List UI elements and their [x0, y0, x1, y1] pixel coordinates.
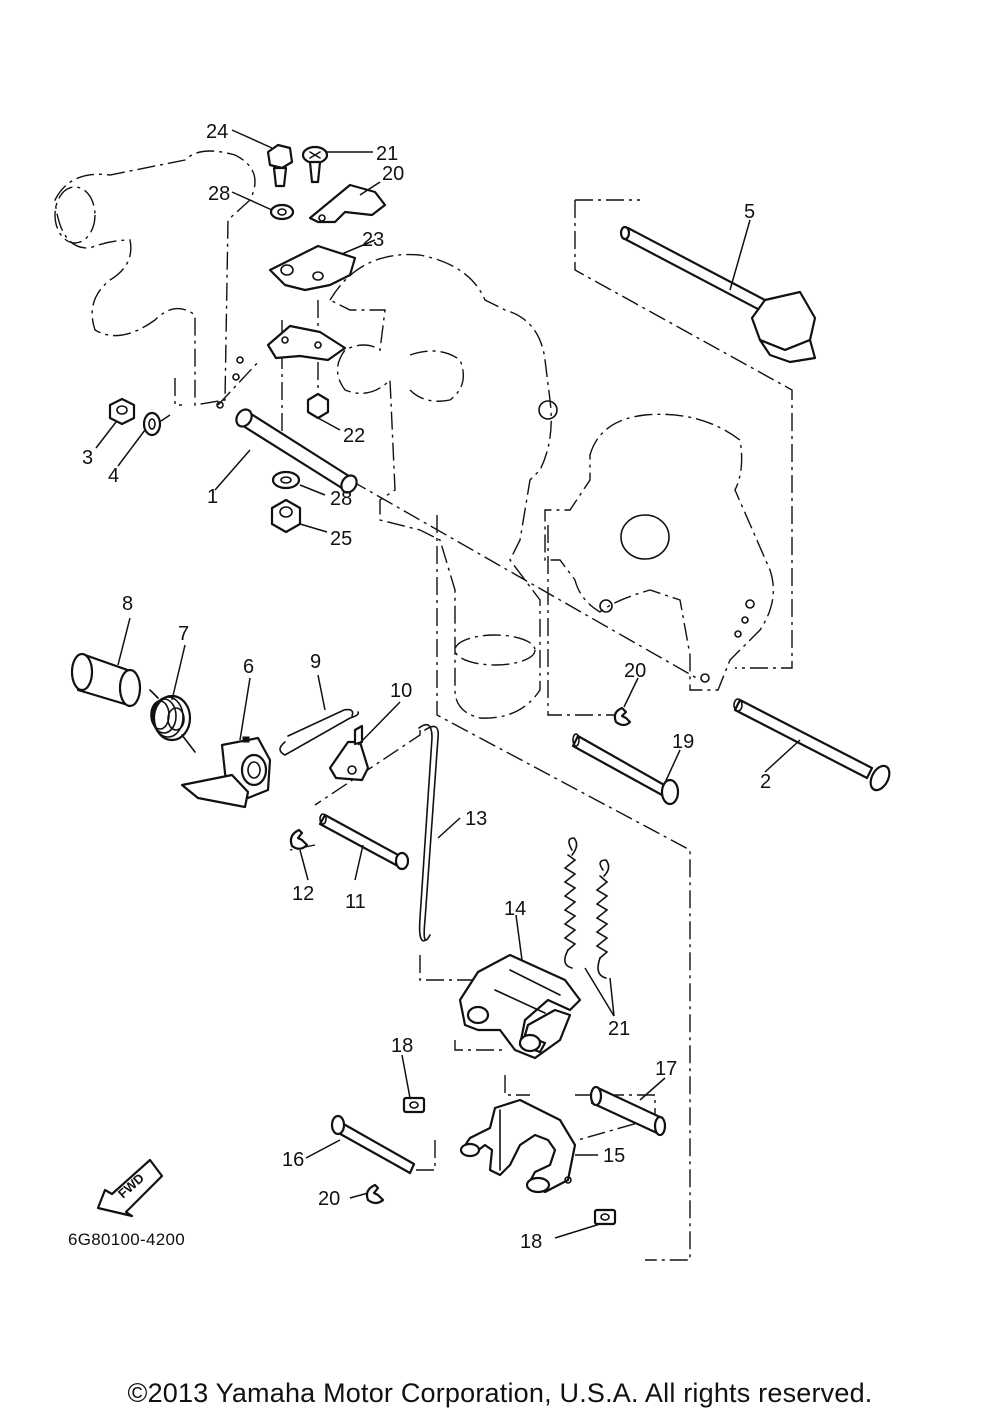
part-18-clip-upper	[402, 1096, 426, 1114]
part-27-nut	[270, 498, 302, 534]
callout-16: 16	[282, 1149, 304, 1171]
callout-2: 2	[760, 771, 771, 793]
callout-28-upper: 28	[208, 183, 230, 205]
part-6-lever	[180, 736, 272, 809]
callout-20-lower: 20	[318, 1188, 340, 1210]
callout-28-lower: 28	[330, 488, 352, 510]
callout-19: 19	[672, 731, 694, 753]
part-12-e-clip	[289, 828, 309, 850]
part-5-rod	[619, 225, 817, 364]
callout-23: 21	[376, 143, 398, 165]
callout-14: 14	[504, 898, 526, 920]
callout-18-lower: 18	[520, 1231, 542, 1253]
callout-22: 20	[382, 163, 404, 185]
leader-lines	[95, 129, 801, 1239]
part-16-pin	[330, 1114, 416, 1175]
part-20-e-clip-upper	[613, 706, 632, 727]
part-21-springs	[563, 837, 610, 979]
part-8-collar	[70, 652, 142, 708]
callout-17: 17	[655, 1058, 677, 1080]
part-7-spring	[149, 689, 196, 753]
callout-4: 4	[108, 465, 119, 487]
callout-24: 22	[343, 425, 365, 447]
callout-7: 7	[178, 623, 189, 645]
part-11-pin	[318, 813, 410, 871]
linkage-plate	[266, 324, 347, 362]
callout-11: 11	[345, 891, 366, 913]
part-15-lower-bracket	[459, 1098, 577, 1194]
callout-12: 12	[292, 883, 314, 905]
callout-15: 15	[603, 1145, 625, 1167]
callout-20-upper: 20	[624, 660, 646, 682]
part-4-washer	[142, 411, 162, 437]
callout-10: 10	[390, 680, 412, 702]
part-22-plate	[308, 183, 387, 224]
right-clamp-bracket	[544, 413, 775, 691]
fwd-arrow-icon: FWD	[96, 1158, 164, 1218]
part-28-washer-lower	[271, 470, 301, 490]
callout-6: 6	[243, 656, 254, 678]
part-10-small-lever	[328, 724, 370, 782]
part-13-rod	[418, 723, 440, 942]
callout-13: 13	[465, 808, 487, 830]
part-17-collar	[589, 1085, 667, 1137]
swivel-bracket	[329, 253, 558, 719]
callout-5: 5	[744, 201, 755, 223]
callout-1: 1	[207, 486, 218, 508]
part-2-bolt	[733, 698, 891, 792]
callout-26: 24	[206, 121, 228, 143]
callout-9: 9	[310, 651, 321, 673]
part-20-e-clip-lower	[365, 1183, 385, 1205]
part-24-nut	[306, 392, 330, 420]
callout-3: 3	[82, 447, 93, 469]
part-19-pin	[571, 733, 680, 806]
part-26-bolt	[266, 143, 294, 188]
callout-18-upper: 18	[391, 1035, 413, 1057]
part-9-wire-clip	[279, 708, 360, 756]
part-18-clip-lower	[593, 1208, 617, 1226]
part-28-washer-upper	[269, 203, 295, 221]
part-1-pipe	[235, 408, 358, 494]
callout-labels: 24 21 20 28 23 5 22 3 4 1 28 25 8 7 6 9 …	[82, 121, 771, 1253]
callout-8: 8	[122, 593, 133, 615]
diagram-code: 6G80100-4200	[68, 1230, 186, 1249]
part-25-plate	[268, 244, 357, 292]
part-3-nut	[108, 397, 136, 426]
part-23-screw	[301, 145, 329, 184]
callout-21: 21	[608, 1018, 630, 1040]
phantom-outline-lines	[154, 199, 793, 1261]
callout-25: 23	[362, 229, 384, 251]
part-14-yoke	[458, 953, 582, 1060]
left-clamp-bracket	[54, 150, 256, 409]
callout-27: 25	[330, 528, 352, 550]
copyright-notice: ©2013 Yamaha Motor Corporation, U.S.A. A…	[127, 1378, 873, 1408]
